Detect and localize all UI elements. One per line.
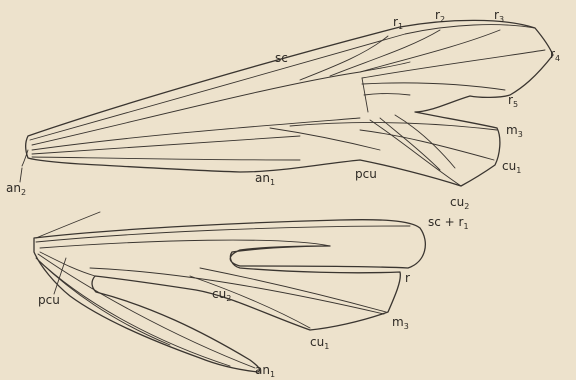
- upper-an1-vein: [32, 157, 300, 160]
- label-upper-an1: an1: [255, 171, 275, 187]
- upper-basal-vein-1: [32, 118, 360, 150]
- label-upper-r3: r3: [494, 8, 504, 24]
- lower-pcu-vein: [40, 252, 95, 276]
- upper-vein-line-1: [380, 118, 440, 170]
- upper-costal-vein: [30, 25, 535, 140]
- label-upper-cu2: cu2: [450, 195, 469, 211]
- upper-r3-vein: [360, 30, 500, 72]
- label-upper-r4: r4: [550, 47, 560, 63]
- lower-m3-vein: [90, 268, 384, 314]
- label-lower-sc-r1: sc + r1: [428, 215, 469, 231]
- lower-cu2-vein: [190, 276, 310, 328]
- lower-an1-vein: [38, 254, 255, 368]
- label-lower-cu2: cu2: [212, 287, 231, 303]
- upper-wing-outline: [26, 20, 553, 186]
- label-upper-cu1: cu1: [502, 159, 521, 175]
- label-upper-r1: r1: [393, 15, 403, 31]
- upper-r2-vein: [330, 30, 440, 76]
- label-upper-an2: an2: [6, 181, 26, 197]
- upper-cross-vein-1: [364, 94, 410, 96]
- upper-cu1-vein: [360, 130, 494, 160]
- label-lower-cu1: cu1: [310, 335, 329, 351]
- lower-wing: [34, 212, 425, 372]
- label-upper-sc: sc: [275, 51, 288, 65]
- label-lower-m3: m3: [392, 315, 409, 331]
- lower-sc-r1-vein: [36, 226, 410, 242]
- upper-sc-vein: [32, 62, 410, 145]
- label-upper-pcu: pcu: [355, 167, 377, 181]
- upper-cu2-vein: [370, 120, 461, 186]
- label-upper-r2: r2: [435, 8, 445, 24]
- upper-r5-vein: [362, 83, 505, 90]
- label-lower-an1: an1: [255, 363, 275, 379]
- label-lower-pcu: pcu: [38, 293, 60, 307]
- label-upper-m3: m3: [506, 123, 523, 139]
- label-upper-r5: r5: [508, 93, 518, 109]
- label-lower-r: r: [405, 271, 410, 285]
- upper-pcu-vein: [270, 128, 380, 150]
- upper-wing: [22, 20, 553, 186]
- upper-an2-vein: [22, 150, 28, 166]
- upper-an2-leader: [20, 168, 22, 182]
